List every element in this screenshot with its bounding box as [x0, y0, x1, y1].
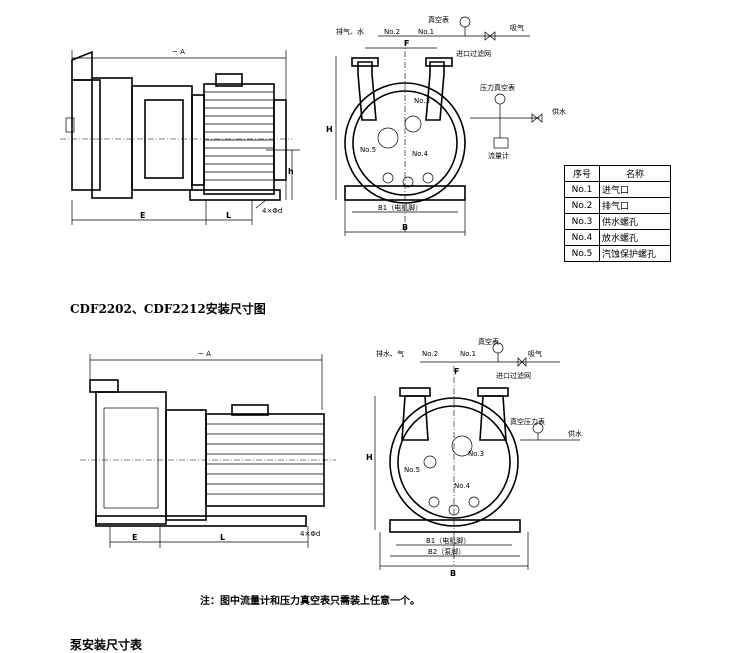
top-label-inlet-filter: 进口过滤网: [456, 49, 491, 58]
bottom-label-no3: No.3: [468, 450, 484, 458]
top-label-drain: 排气、水: [336, 27, 364, 36]
legend-header-row: 序号 名称: [564, 165, 671, 182]
bottom-dim-b2: B2（泵脚）: [428, 547, 465, 556]
legend-table: 序号 名称 No.1 进气口 No.2 排气口 No.3 供水螺孔 No.4 放…: [564, 165, 671, 262]
legend-row-no: No.1: [564, 181, 600, 198]
legend-row-name: 汽蚀保护螺孔: [599, 245, 671, 262]
legend-row: No.5 汽蚀保护螺孔: [564, 245, 671, 262]
bottom-dim-b: B: [450, 569, 456, 578]
bottom-label-inlet-filter: 进口过滤网: [496, 371, 531, 380]
bottom-label-exhaust: 吸气: [528, 349, 542, 358]
bottom-dim-bolt: 4×Φd: [300, 530, 320, 538]
legend-row-name: 供水螺孔: [599, 213, 671, 230]
top-dim-e: E: [140, 211, 145, 220]
legend-row-no: No.2: [564, 197, 600, 214]
top-label-no2: No.2: [384, 28, 400, 36]
bottom-side-view: [80, 354, 336, 548]
bottom-front-view: [374, 342, 580, 570]
top-label-pressure-vacuum: 压力真空表: [480, 83, 515, 92]
top-dim-h: h: [288, 167, 294, 176]
top-label-water-supply: 供水: [552, 107, 566, 116]
caption-mid: CDF2202、CDF2212安装尺寸图: [70, 302, 266, 316]
top-dim-b1: B1（电机脚）: [378, 203, 422, 212]
bottom-label-pressure-vacuum: 真空压力表: [510, 417, 545, 426]
top-label-flowmeter: 流量计: [488, 151, 509, 160]
bottom-label-no1: No.1: [460, 350, 476, 358]
top-dim-f: F: [404, 39, 409, 48]
legend-header-no: 序号: [564, 165, 600, 182]
top-label-exhaust: 吸气: [510, 23, 524, 32]
top-dim-h-big: H: [326, 125, 333, 134]
bottom-label-vacuum-gauge: 真空表: [478, 337, 499, 346]
bottom-label-no5: No.5: [404, 466, 420, 474]
top-dim-b: B: [402, 223, 408, 232]
legend-row-name: 放水螺孔: [599, 229, 671, 246]
legend-row: No.2 排气口: [564, 197, 671, 214]
top-front-view: [335, 16, 543, 236]
bottom-dim-l: L: [220, 533, 225, 542]
bottom-dim-a: ~ A: [198, 350, 211, 358]
bottom-label-no2: No.2: [422, 350, 438, 358]
legend-row-name: 排气口: [599, 197, 671, 214]
top-dim-bolt: 4×Φd: [262, 207, 282, 215]
legend-row: No.1 进气口: [564, 181, 671, 198]
legend-row-no: No.5: [564, 245, 600, 262]
top-label-vacuum-gauge: 真空表: [428, 15, 449, 24]
legend-header-name: 名称: [599, 165, 671, 182]
legend-row-no: No.3: [564, 213, 600, 230]
bottom-dim-f: F: [454, 367, 459, 376]
top-label-no4: No.4: [412, 150, 429, 158]
bottom-label-water-supply: 供水: [568, 429, 582, 438]
bottom-label-no4: No.4: [454, 482, 471, 490]
top-label-no3: No.3: [414, 97, 430, 105]
legend-row: No.3 供水螺孔: [564, 213, 671, 230]
top-label-no1: No.1: [418, 28, 434, 36]
top-dim-l: L: [226, 211, 231, 220]
legend-row-name: 进气口: [599, 181, 671, 198]
legend-row-no: No.4: [564, 229, 600, 246]
bottom-dim-h: H: [366, 453, 373, 462]
legend-row: No.4 放水螺孔: [564, 229, 671, 246]
bottom-dim-e: E: [132, 533, 137, 542]
top-side-view: [60, 50, 300, 225]
top-label-no5: No.5: [360, 146, 376, 154]
bottom-label-drain: 排水、气: [376, 349, 404, 358]
note-bottom: 注：图中流量计和压力真空表只需装上任意一个。: [200, 596, 420, 607]
bottom-dim-b1: B1（电机脚）: [426, 536, 470, 545]
top-dim-a: ~ A: [172, 48, 185, 56]
